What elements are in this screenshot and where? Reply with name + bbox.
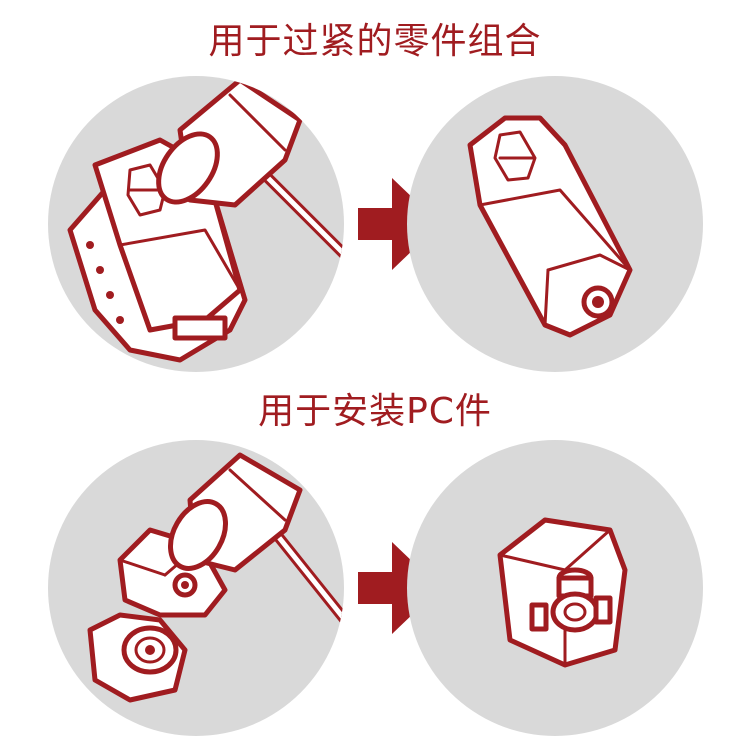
pc-part-icon [497, 517, 628, 668]
arrow-right-icon [358, 542, 440, 634]
connector-part-icon [467, 115, 633, 338]
install-pc-before-panel [48, 440, 344, 736]
arrow-right-icon [358, 178, 440, 270]
pc-part-icon [87, 612, 188, 703]
tight-parts-after-panel [407, 76, 703, 372]
section-heading-tight-parts: 用于过紧的零件组合 [208, 21, 542, 62]
tight-parts-before-panel [48, 76, 344, 372]
section-heading-install-pc: 用于安装PC件 [258, 391, 492, 432]
screwdriver-icon [168, 452, 344, 626]
install-pc-after-panel [407, 440, 703, 736]
